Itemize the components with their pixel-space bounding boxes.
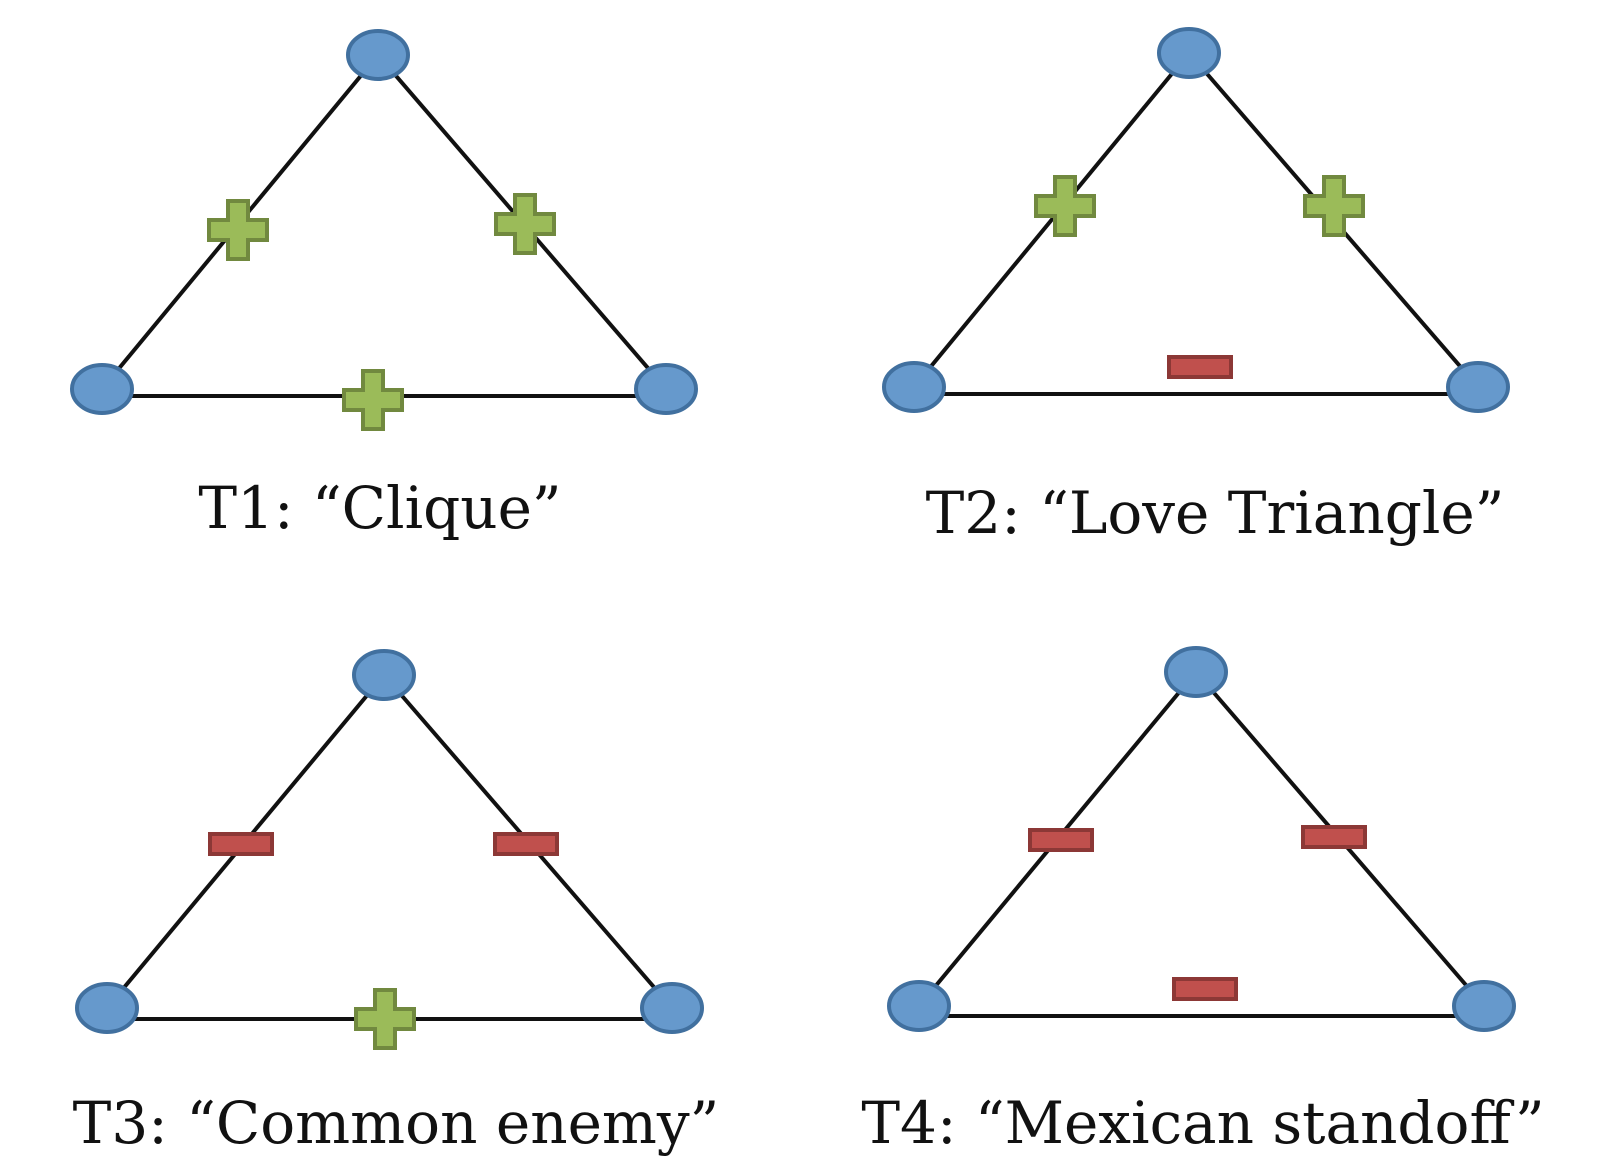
edge-left: [912, 51, 1191, 389]
triad-t3: T3: “Common enemy”: [73, 649, 720, 1157]
edge-sign-left: [1028, 828, 1094, 852]
triad-caption: T2: “Love Triangle”: [926, 479, 1505, 547]
edge-sign-right: [1301, 825, 1367, 849]
triad-caption: T1: “Clique”: [198, 474, 561, 542]
triad-t1: T1: “Clique”: [70, 29, 698, 542]
minus-sign-icon: [1301, 825, 1367, 849]
triad-t4: T4: “Mexican standoff”: [861, 646, 1545, 1157]
edge-sign-right: [494, 193, 556, 255]
minus-sign-icon: [208, 832, 274, 856]
triad-caption: T4: “Mexican standoff”: [861, 1089, 1544, 1157]
edge-sign-bottom: [1172, 977, 1238, 1001]
node-left: [70, 363, 134, 415]
plus-sign-icon: [342, 369, 404, 431]
plus-sign-icon: [354, 988, 416, 1050]
edge-sign-bottom: [1167, 355, 1233, 379]
edge-sign-right: [1303, 175, 1365, 237]
minus-sign-icon: [1028, 828, 1094, 852]
plus-sign-icon: [1303, 175, 1365, 237]
node-right: [1452, 980, 1516, 1032]
plus-sign-icon: [207, 199, 269, 261]
node-right: [640, 982, 704, 1034]
minus-sign-icon: [1172, 977, 1238, 1001]
node-top: [352, 649, 416, 701]
node-top: [346, 29, 410, 81]
node-top: [1157, 27, 1221, 79]
edge-sign-left: [1034, 175, 1096, 237]
minus-sign-icon: [1167, 355, 1233, 379]
plus-sign-icon: [494, 193, 556, 255]
node-top: [1164, 646, 1228, 698]
node-right: [634, 363, 698, 415]
edge-sign-left: [207, 199, 269, 261]
node-left: [882, 361, 946, 413]
minus-sign-icon: [493, 832, 559, 856]
edge-sign-bottom: [354, 988, 416, 1050]
triad-caption: T3: “Common enemy”: [73, 1089, 720, 1157]
plus-sign-icon: [1034, 175, 1096, 237]
triad-t2: T2: “Love Triangle”: [882, 27, 1510, 547]
node-left: [887, 980, 951, 1032]
edge-sign-right: [493, 832, 559, 856]
edge-sign-bottom: [342, 369, 404, 431]
edge-sign-left: [208, 832, 274, 856]
node-right: [1446, 361, 1510, 413]
node-left: [75, 982, 139, 1034]
